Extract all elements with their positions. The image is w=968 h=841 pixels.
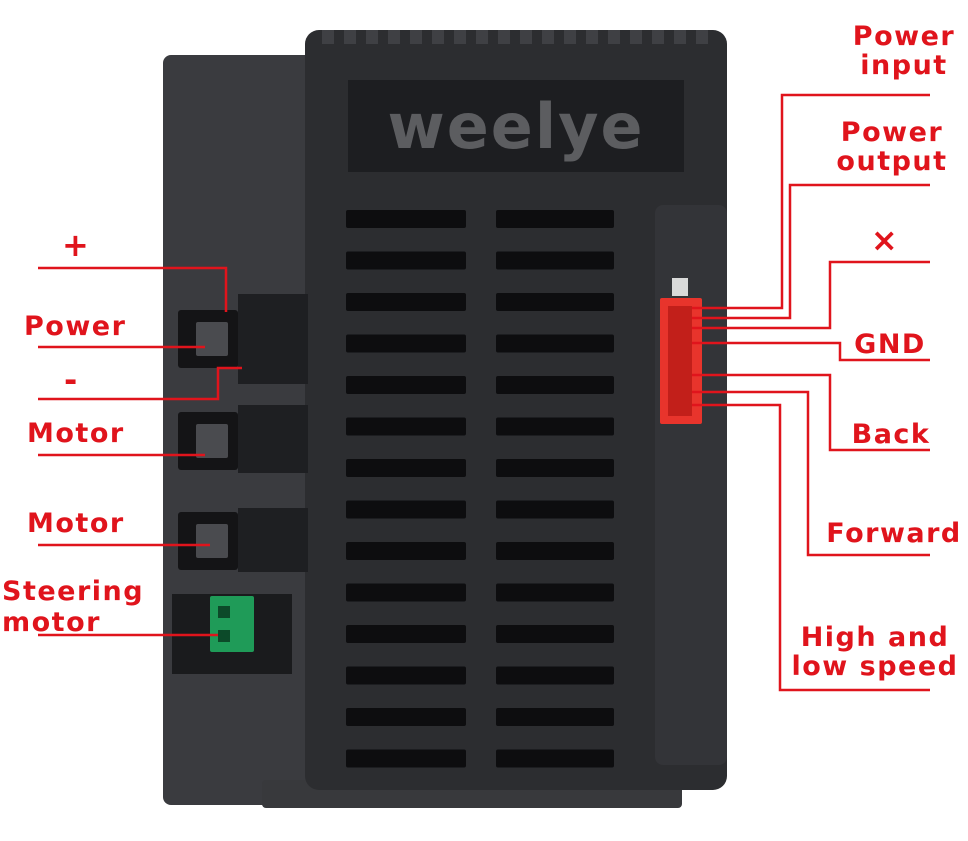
leader-power-output <box>692 183 930 320</box>
vent-slot <box>496 708 614 726</box>
vent-slot <box>346 210 466 228</box>
label-motor-1: Motor <box>27 418 125 449</box>
ridge <box>520 30 532 44</box>
ridge <box>432 30 444 44</box>
leader-speed <box>692 403 930 692</box>
label-gnd: GND <box>854 329 926 360</box>
label-power-input: Power input <box>852 21 956 81</box>
vent-slot <box>346 376 466 394</box>
brand-logo: weelye <box>387 89 645 163</box>
leader-unused <box>692 260 930 330</box>
vent-slot <box>346 251 466 270</box>
ridge <box>366 30 378 44</box>
cover-ridges <box>322 30 708 44</box>
motor-connector-1 <box>178 405 308 473</box>
vent-slot <box>346 583 466 602</box>
vent-slot <box>346 625 466 643</box>
vent-slots <box>346 210 614 768</box>
vent-slot <box>496 293 614 311</box>
motor-connector-2 <box>178 508 308 572</box>
ridge <box>608 30 620 44</box>
leader-gnd <box>692 341 930 362</box>
vent-slot <box>496 334 614 353</box>
power-connector <box>178 294 308 384</box>
vent-slot <box>346 293 466 311</box>
label-steering-motor: Steering motor <box>2 576 145 638</box>
vent-slot <box>346 417 466 436</box>
right-housing <box>655 205 727 765</box>
vent-slot <box>346 500 466 519</box>
ridge <box>498 30 510 44</box>
vent-slot <box>346 459 466 477</box>
label-power: Power <box>24 311 127 342</box>
label-power-output: Power output <box>836 117 948 177</box>
leader-minus <box>38 366 242 401</box>
control-connector <box>660 278 702 424</box>
vent-slot <box>496 251 614 270</box>
leader-plus <box>38 266 228 312</box>
vent-slot <box>496 459 614 477</box>
vent-slot <box>496 749 614 768</box>
leader-back <box>692 373 930 452</box>
label-power-plus: + <box>62 226 91 264</box>
leader-lines <box>38 93 930 692</box>
vent-slot <box>496 542 614 560</box>
ridge <box>454 30 466 44</box>
ridge <box>652 30 664 44</box>
ridge <box>410 30 422 44</box>
ridge <box>476 30 488 44</box>
brand-plate <box>348 80 684 172</box>
ridge <box>564 30 576 44</box>
ridge <box>630 30 642 44</box>
label-power-minus: - <box>64 361 79 399</box>
leader-forward <box>692 390 930 557</box>
ridge <box>674 30 686 44</box>
ridge <box>586 30 598 44</box>
vent-slot <box>496 376 614 394</box>
vent-slot <box>346 708 466 726</box>
label-forward: Forward <box>826 518 962 549</box>
label-high-low-speed: High and low speed <box>791 622 959 682</box>
vent-slot <box>496 583 614 602</box>
ridge <box>696 30 708 44</box>
vent-slot <box>496 500 614 519</box>
vent-slot <box>346 334 466 353</box>
vent-slot <box>496 210 614 228</box>
vent-slot <box>346 542 466 560</box>
vent-slot <box>346 666 466 685</box>
label-unused-pin: × <box>870 221 900 259</box>
label-back: Back <box>851 419 931 450</box>
ridge <box>388 30 400 44</box>
vent-slot <box>346 749 466 768</box>
ridge <box>344 30 356 44</box>
ridge <box>542 30 554 44</box>
leader-power-input <box>692 93 930 310</box>
label-motor-2: Motor <box>27 508 125 539</box>
vent-slot <box>496 417 614 436</box>
vent-slot <box>496 666 614 685</box>
ridge <box>322 30 334 44</box>
vent-slot <box>496 625 614 643</box>
